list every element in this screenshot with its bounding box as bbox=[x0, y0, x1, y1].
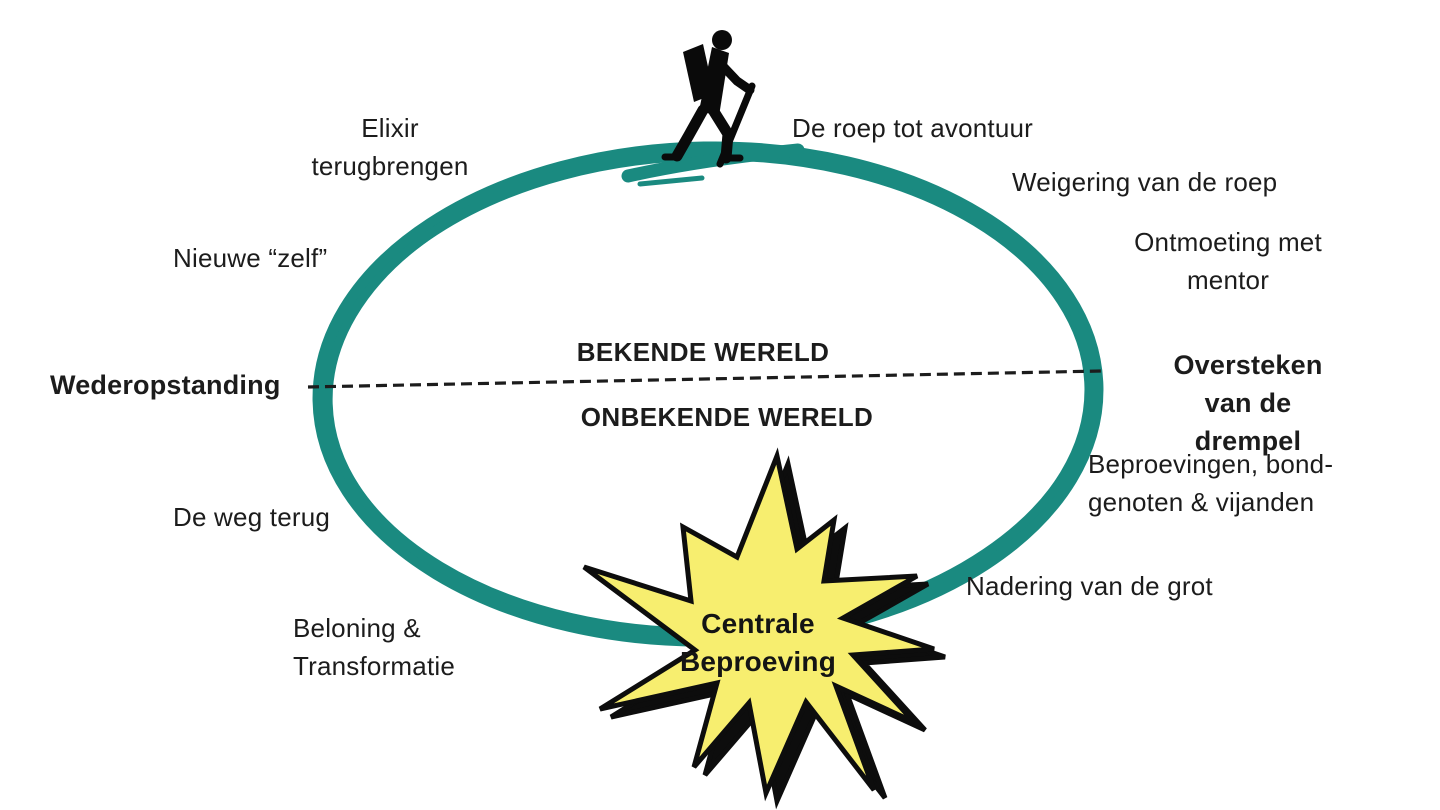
stage-label-road-back: De weg terug bbox=[173, 502, 331, 532]
stage-label-elixir: Elixir terugbrengen bbox=[311, 113, 469, 181]
stage-label-refusal: Weigering van de roep bbox=[1012, 167, 1278, 197]
hiker-back-leg bbox=[671, 104, 709, 162]
hiker-backpack bbox=[683, 44, 714, 102]
hiker-head bbox=[712, 30, 732, 50]
stage-label-mentor: Ontmoeting met mentor bbox=[1134, 227, 1322, 295]
central-ordeal-label: Centrale Beproeving bbox=[679, 608, 837, 677]
hiker-front-leg bbox=[707, 104, 734, 164]
central-ordeal-starburst bbox=[582, 447, 946, 810]
stage-label-new-self: Nieuwe “zelf” bbox=[173, 243, 328, 273]
stage-label-resurrection: Wederopstanding bbox=[50, 370, 281, 400]
stage-label-tests: Beproevingen, bond- genoten & vijanden bbox=[1088, 449, 1334, 517]
ground-swoosh-accent bbox=[637, 175, 705, 187]
starburst-shape bbox=[582, 447, 935, 802]
known-world-label: BEKENDE WERELD bbox=[576, 337, 830, 367]
hiker-icon bbox=[661, 30, 756, 168]
hiker-arm bbox=[714, 57, 755, 95]
world-divider-dashed-line bbox=[307, 369, 1103, 389]
stage-label-cave: Nadering van de grot bbox=[966, 571, 1213, 601]
unknown-world-label: ONBEKENDE WERELD bbox=[580, 402, 874, 432]
stage-label-call: De roep tot avontuur bbox=[792, 113, 1034, 143]
stage-label-reward: Beloning & Transformatie bbox=[293, 613, 456, 681]
stage-label-threshold: Oversteken van de drempel bbox=[1173, 350, 1323, 456]
ground-swoosh bbox=[621, 143, 805, 183]
